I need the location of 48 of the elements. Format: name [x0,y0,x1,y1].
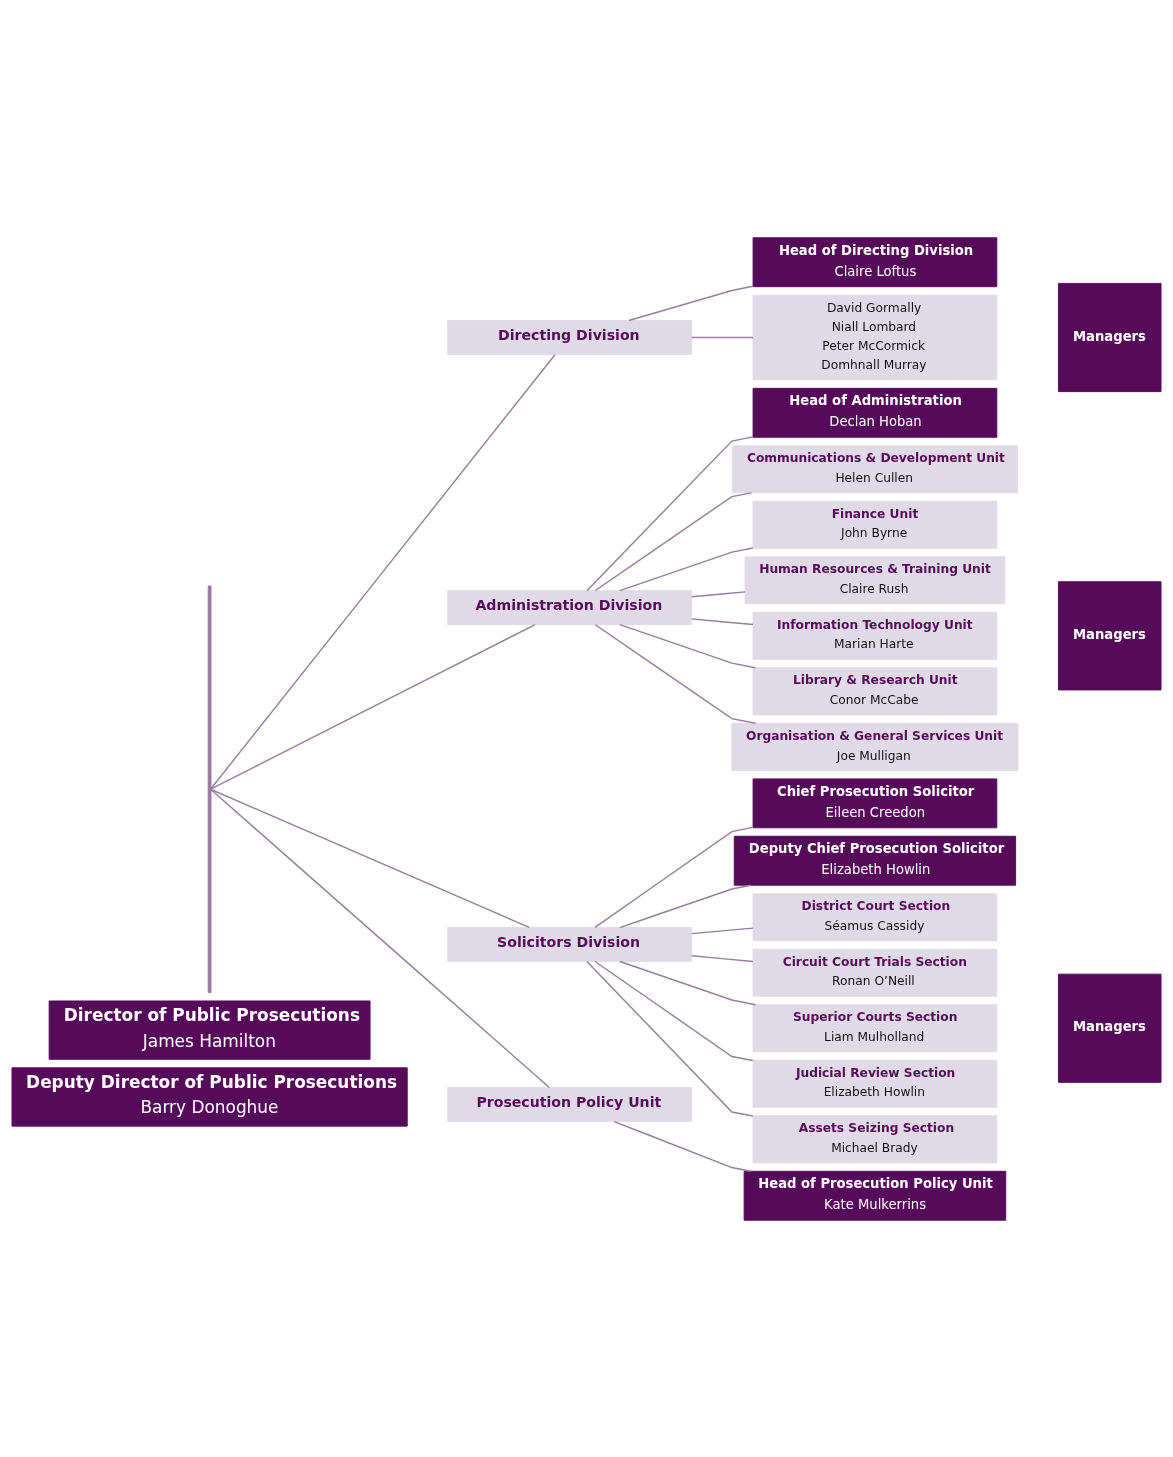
node-box: Director of Public Prosecutions James Hamilton [48,1000,371,1060]
node-box: District Court Section Séamus Cassidy [752,892,998,941]
connector [613,1120,752,1172]
node-box: Head of Prosecution Policy Unit Kate Mulkerrins [743,1170,1007,1221]
node-box: Library & Research Unit Conor McCabe [752,666,998,715]
connector [628,285,754,321]
node-box: Managers [1057,282,1162,392]
connector [594,826,754,928]
connector [210,788,550,1088]
connector [691,336,754,338]
node-box: Communications & Development Unit Helen Cullen [731,444,1018,493]
connector [594,960,754,1061]
connector [210,788,530,928]
node-box: Administration Division [447,589,692,625]
connector [586,435,754,591]
node-box: Assets Seizing Section Michael Brady [752,1114,998,1163]
connector [619,960,757,1005]
connector [594,623,757,724]
node-box: Circuit Court Trials Section Ronan O’Neill [752,948,998,997]
node-box: Deputy Chief Prosecution Solicitor Elizabeth Howlin [733,835,1017,886]
node-box: Superior Courts Section Liam Mulholland [752,1003,998,1052]
node-box: Judicial Review Section Elizabeth Howlin [752,1059,998,1108]
node-box: Information Technology Unit Marian Harte [752,611,998,660]
connector [594,491,753,591]
node-bar [207,585,212,993]
node-box: Deputy Director of Public Prosecutions Barry Donoghue [11,1066,408,1127]
node-box: Managers [1057,973,1162,1083]
node-box: Chief Prosecution Solicitor Eileen Creedon [752,777,998,828]
node-box: Head of Administration Declan Hoban [752,387,998,438]
connector [210,353,556,789]
connector [210,623,536,790]
connector [619,623,757,668]
connector [691,954,754,962]
node-box: Directing Division [447,319,692,355]
node-box: Prosecution Policy Unit [447,1086,692,1122]
node-box: Solicitors Division [447,926,692,962]
connector [691,590,746,597]
connector [691,926,754,934]
node-box: Managers [1057,580,1162,690]
connector [691,617,754,625]
connector [586,960,754,1117]
node-box: Human Resources & Training Unit Claire Rush [744,555,1006,604]
connector [619,884,752,928]
node-box: David Gormally Niall Lombard Peter McCormick Domhnall Murray [752,294,998,380]
connector [619,546,754,591]
node-box: Organisation & General Services Unit Joe Mulligan [731,722,1019,771]
node-box: Finance Unit John Byrne [752,500,998,549]
node-box: Head of Directing Division Claire Loftus [752,236,998,287]
